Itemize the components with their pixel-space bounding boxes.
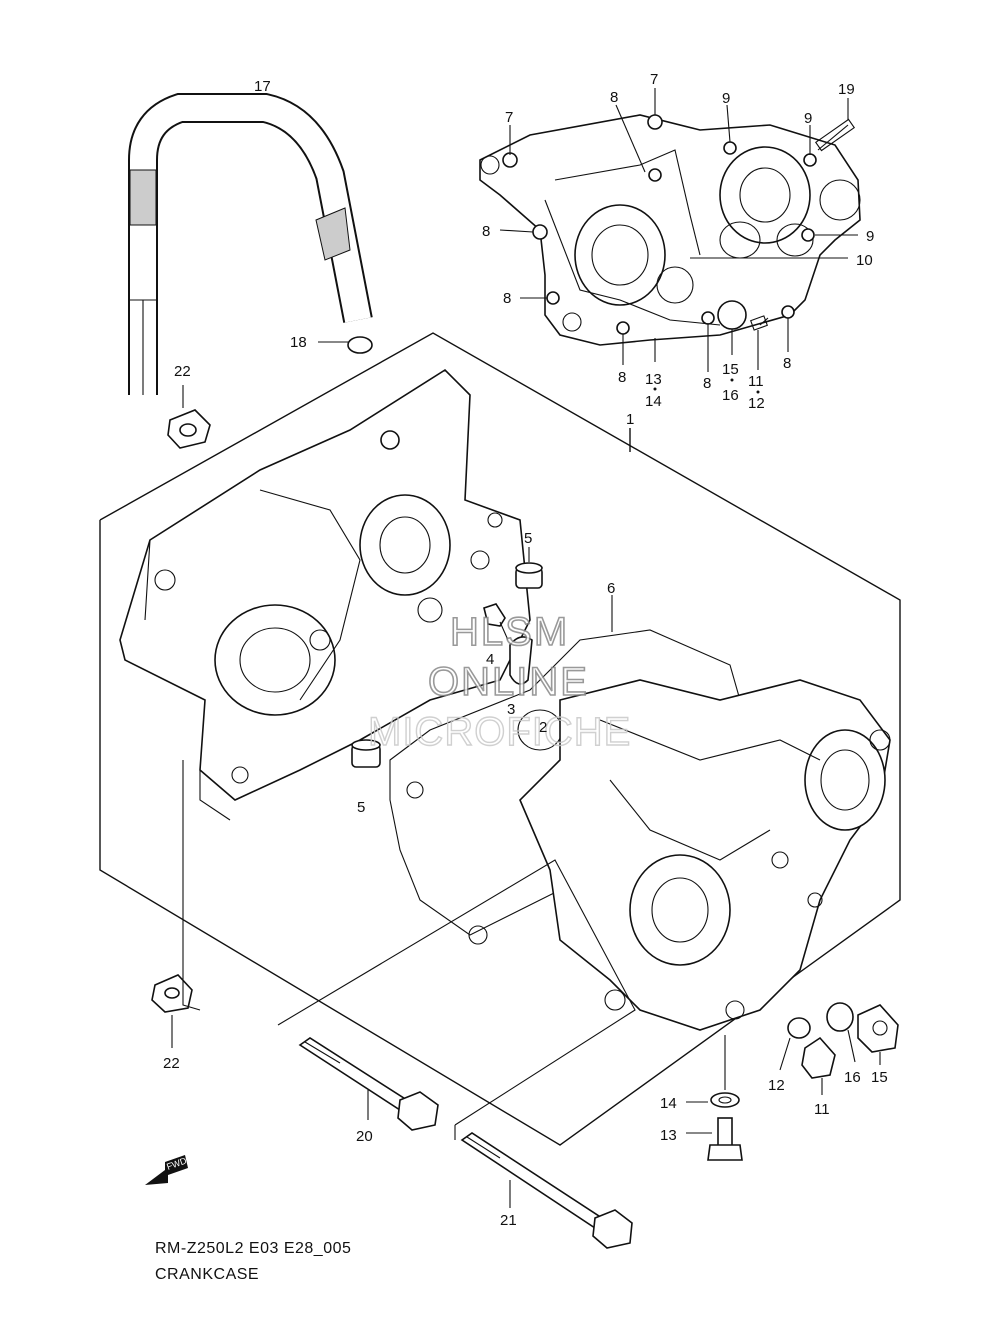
callout-4: 4 bbox=[486, 651, 494, 668]
callout-17: 17 bbox=[254, 78, 271, 95]
inset-callout-16: 16 bbox=[722, 387, 739, 404]
inset-crankcase-view bbox=[479, 88, 861, 372]
inset-callout-13: 13 bbox=[645, 371, 662, 388]
gasket-12 bbox=[779, 1017, 811, 1071]
assembly-outline bbox=[99, 332, 901, 1146]
dowel-pin-5-bottom bbox=[351, 739, 381, 768]
diagram-code: RM-Z250L2 E03 E28_005 bbox=[155, 1240, 352, 1257]
callout-16: 16 bbox=[844, 1069, 861, 1086]
callout-6: 6 bbox=[607, 580, 615, 597]
inset-callout-8-bottom-right: 8 bbox=[783, 355, 791, 372]
plug-15 bbox=[857, 1004, 899, 1065]
watermark-line-3: MICROFICHE bbox=[368, 710, 631, 754]
clamp-3 bbox=[509, 636, 533, 685]
callout-21: 21 bbox=[500, 1212, 517, 1229]
watermark-line-1: HLSM bbox=[450, 610, 569, 654]
callout-5-top: 5 bbox=[524, 530, 532, 547]
inset-callout-7-left: 7 bbox=[505, 109, 513, 126]
callout-20: 20 bbox=[356, 1128, 373, 1145]
gasket-16 bbox=[826, 1002, 856, 1063]
callout-12: 12 bbox=[768, 1077, 785, 1094]
callout-22-top: 22 bbox=[174, 363, 191, 380]
inset-callout-10: 10 bbox=[856, 252, 873, 269]
diagram-title: CRANKCASE bbox=[155, 1266, 260, 1283]
nut-22-bottom bbox=[151, 760, 201, 1048]
clip-18 bbox=[318, 336, 373, 354]
washer-14 bbox=[686, 1035, 740, 1108]
watermark: HLSM ONLINE MICROFICHE bbox=[367, 609, 631, 755]
inset-callout-9-right-top: 9 bbox=[804, 110, 812, 127]
inset-callout-9-right: 9 bbox=[866, 228, 874, 245]
callout-3: 3 bbox=[507, 701, 515, 718]
inset-callout-11: 11 bbox=[748, 373, 764, 390]
breather-hose-17 bbox=[128, 93, 373, 395]
callout-2: 2 bbox=[539, 719, 547, 736]
bolt-4 bbox=[483, 603, 509, 641]
watermark-line-2: ONLINE bbox=[428, 660, 589, 704]
callout-22-bottom: 22 bbox=[163, 1055, 180, 1072]
bolt-20 bbox=[298, 1037, 439, 1131]
inset-callout-14: 14 bbox=[645, 393, 662, 410]
inset-callout-7-top: 7 bbox=[650, 71, 658, 88]
inset-callout-19: 19 bbox=[838, 81, 855, 98]
inset-callout-15: 15 bbox=[722, 361, 739, 378]
inset-callout-12: 12 bbox=[748, 395, 765, 412]
inset-callout-9-top: 9 bbox=[722, 90, 730, 107]
inset-callout-8-lower-left: 8 bbox=[503, 290, 511, 307]
callout-11: 11 bbox=[814, 1101, 830, 1118]
callout-13: 13 bbox=[660, 1127, 677, 1144]
callout-5-bottom: 5 bbox=[357, 799, 365, 816]
inset-callout-8-left: 8 bbox=[482, 223, 490, 240]
fwd-arrow-icon: FWD bbox=[145, 1155, 188, 1185]
bolt-21 bbox=[460, 1132, 633, 1249]
right-crankcase-half bbox=[519, 679, 891, 1031]
callout-15: 15 bbox=[871, 1069, 888, 1086]
left-crankcase-half bbox=[119, 368, 531, 821]
dowel-pin-5-top bbox=[515, 547, 543, 589]
callout-1: 1 bbox=[626, 411, 634, 428]
callout-14: 14 bbox=[660, 1095, 677, 1112]
callout-18: 18 bbox=[290, 334, 307, 351]
inset-callout-8-bottom: 8 bbox=[618, 369, 626, 386]
bolt-13 bbox=[686, 1117, 743, 1161]
inset-callout-8-top: 8 bbox=[610, 89, 618, 106]
plug-11 bbox=[801, 1036, 836, 1095]
inset-callout-8-bottom-mid: 8 bbox=[703, 375, 711, 392]
nut-22-top bbox=[167, 385, 211, 449]
